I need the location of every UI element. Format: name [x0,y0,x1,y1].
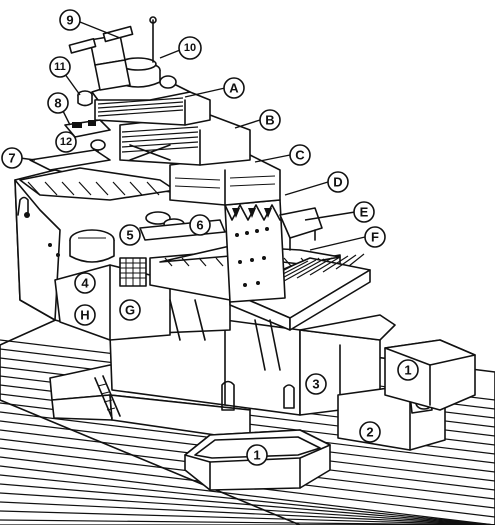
plank-line [78,181,92,196]
label-6: 6 [189,214,211,236]
mid-superstructure [14,167,371,371]
plank-line [121,136,199,143]
svg-text:F: F [371,230,379,245]
plank-line [95,181,109,196]
svg-text:12: 12 [60,136,72,148]
plank-line [112,181,126,196]
plank-line [181,257,190,267]
plank-line [61,181,75,196]
svg-text:10: 10 [184,42,196,54]
label-H: H [74,304,96,326]
label-1-lower: 1 [246,444,268,466]
plank-line [215,257,224,267]
label-12: 12 [55,131,77,153]
svg-text:9: 9 [66,13,73,28]
label-callouts: A B C D E F 1 1 [1,9,419,466]
gun-tub [69,229,115,263]
plank-line [198,257,207,267]
plank-line [121,126,199,133]
label-G: G [119,299,141,321]
catwalk-planking [27,181,160,196]
svg-text:E: E [360,205,369,220]
svg-text:A: A [229,81,239,96]
plank-line [0,474,495,525]
svg-text:H: H [80,308,89,323]
vent-grille [119,257,147,287]
plank-line [44,181,58,196]
label-3: 3 [305,373,327,395]
svg-text:5: 5 [126,228,133,243]
label-B: B [259,109,281,131]
label-11: 11 [49,56,71,78]
label-A: A [223,77,245,99]
label-7: 7 [1,147,23,169]
plank-line [309,256,341,276]
plank-line [283,258,325,282]
label-5: 5 [119,224,141,246]
plank-line [0,465,495,525]
plank-line [296,257,333,279]
label-10: 10 [178,36,202,60]
svg-text:D: D [333,175,342,190]
svg-text:G: G [125,303,135,318]
leader-lines [19,21,366,251]
label-F: F [364,226,386,248]
svg-text:11: 11 [54,61,66,73]
plank-line [335,254,357,270]
plank-line [283,257,292,267]
plank-line [129,181,143,196]
plank-line [0,510,495,525]
plank-line [97,105,184,113]
svg-text:C: C [295,148,305,163]
plank-line [0,483,495,525]
svg-text:2: 2 [366,425,373,440]
label-9: 9 [59,9,81,31]
plank-line [97,101,184,109]
plank-line [322,255,349,273]
label-E: E [353,201,375,223]
svg-text:6: 6 [196,218,203,233]
plank-line [97,97,184,105]
label-D: D [327,171,349,193]
ladder [94,375,121,419]
svg-text:1: 1 [404,363,411,378]
plank-line [121,131,199,138]
label-C: C [289,144,311,166]
plank-line [146,181,160,196]
label-4: 4 [74,272,96,294]
svg-text:7: 7 [8,151,15,166]
label-1-right: 1 [397,359,419,381]
label-2: 2 [359,421,381,443]
svg-text:4: 4 [81,276,89,291]
svg-text:1: 1 [253,448,260,463]
plank-line [97,109,184,117]
upper-tower [29,16,281,241]
level-a-bulkhead [97,97,184,117]
plank-line [0,501,495,525]
plank-line [27,181,41,196]
label-8: 8 [47,92,69,114]
plank-line [348,253,365,267]
plank-line [164,257,173,267]
svg-text:8: 8 [54,96,61,111]
svg-text:B: B [265,113,274,128]
svg-text:3: 3 [312,377,319,392]
plank-line [0,492,495,525]
plank-line [0,519,495,525]
